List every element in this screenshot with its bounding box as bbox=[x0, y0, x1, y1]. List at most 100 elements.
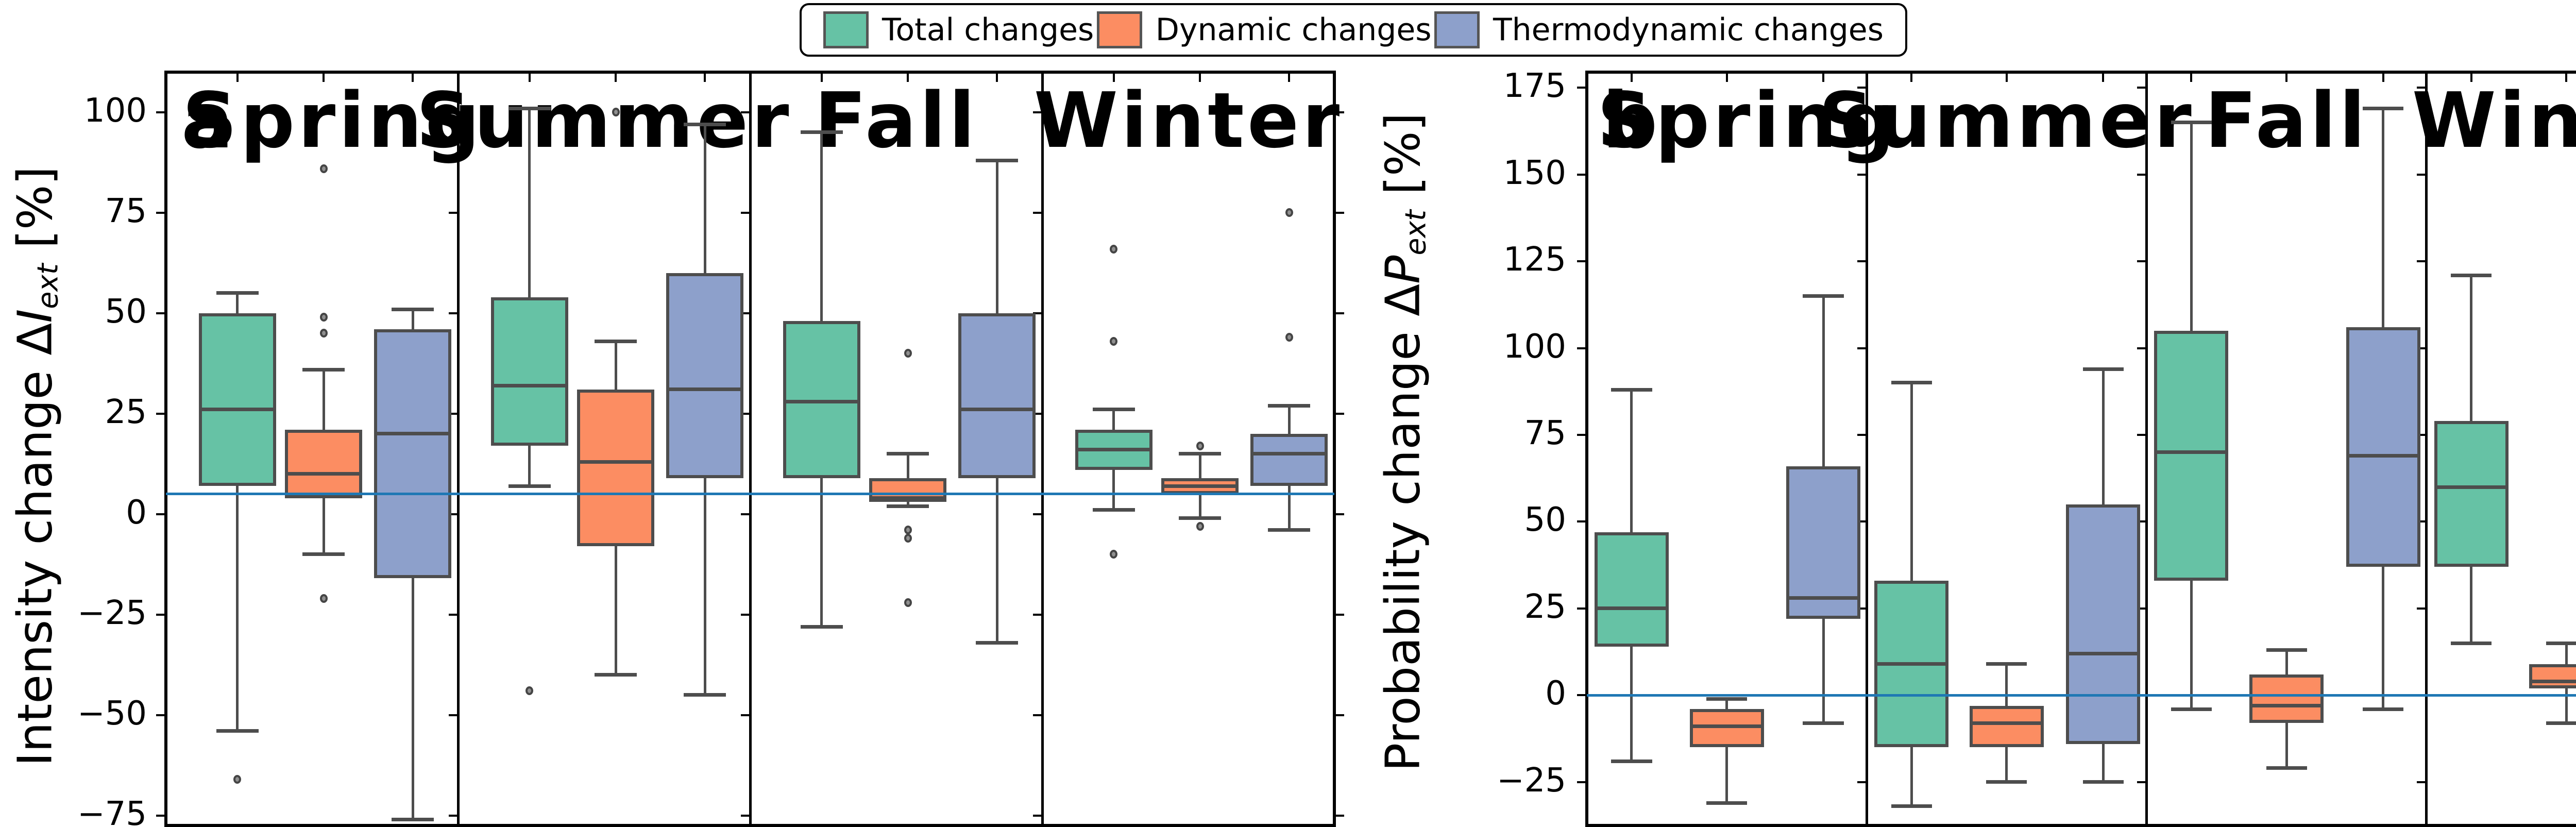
whisker-cap-lower-total-winter-a bbox=[1092, 508, 1136, 512]
median-total-summer-b bbox=[1877, 662, 1946, 666]
whisker-cap-lower-thermodynamic-spring-b bbox=[1803, 721, 1844, 725]
outlier-dynamic-summer-a bbox=[612, 108, 620, 117]
outlier-dynamic-fall-a bbox=[904, 526, 912, 535]
y-tick-label: 50 bbox=[105, 292, 147, 331]
box-total-spring-b bbox=[1594, 532, 1669, 647]
median-total-winter-a bbox=[1078, 448, 1150, 452]
outlier-dynamic-winter-a bbox=[1196, 441, 1204, 450]
y-tick-mark bbox=[156, 814, 164, 817]
y-tick-mark bbox=[1336, 613, 1344, 616]
whisker-cap-upper-thermodynamic-summer-b bbox=[2082, 367, 2124, 371]
outlier-thermodynamic-winter-a bbox=[1285, 333, 1293, 342]
median-dynamic-summer-a bbox=[580, 460, 652, 464]
y-tick-mark bbox=[1857, 260, 1866, 263]
x-tick-mark-top bbox=[1288, 74, 1291, 82]
season-title-winter: Winter bbox=[1033, 76, 1343, 165]
median-total-fall-b bbox=[2157, 450, 2226, 454]
outlier-total-summer-a bbox=[526, 686, 534, 696]
y-tick-mark bbox=[1857, 520, 1866, 523]
y-tick-mark bbox=[2137, 520, 2145, 523]
whisker-cap-upper-thermodynamic-winter-a bbox=[1267, 403, 1311, 408]
y-tick-mark bbox=[156, 211, 164, 214]
whisker-cap-lower-total-spring-b bbox=[1611, 759, 1652, 763]
box-thermodynamic-spring-b bbox=[1786, 466, 1861, 619]
x-tick-mark-top bbox=[2382, 74, 2384, 82]
median-total-spring-a bbox=[201, 408, 274, 412]
box-thermodynamic-fall-b bbox=[2346, 327, 2420, 567]
box-total-fall-a bbox=[783, 321, 861, 478]
whisker-cap-upper-thermodynamic-fall-b bbox=[2362, 107, 2404, 111]
box-thermodynamic-summer-b bbox=[2066, 504, 2141, 744]
y-tick-mark bbox=[2417, 520, 2426, 523]
median-dynamic-fall-a bbox=[872, 496, 944, 500]
whisker-cap-lower-total-summer-a bbox=[508, 484, 551, 488]
x-tick-mark-top bbox=[1199, 74, 1201, 82]
y-tick-mark bbox=[1857, 607, 1866, 610]
y-tick-mark bbox=[740, 312, 749, 314]
y-tick-mark bbox=[1032, 714, 1041, 716]
y-tick-mark bbox=[156, 412, 164, 415]
reference-line-b bbox=[1587, 694, 2576, 697]
median-thermodynamic-fall-a bbox=[961, 408, 1033, 412]
median-thermodynamic-spring-b bbox=[1789, 596, 1858, 600]
whisker-dynamic-spring-b bbox=[1725, 699, 1728, 803]
y-tick-label: 150 bbox=[1503, 154, 1566, 192]
subpanel-boundary bbox=[749, 72, 752, 825]
reference-line-a bbox=[166, 493, 1334, 496]
median-dynamic-winter-b bbox=[2532, 679, 2576, 683]
x-tick-mark-top bbox=[1112, 74, 1115, 82]
outlier-dynamic-fall-a bbox=[904, 598, 912, 607]
whisker-cap-lower-thermodynamic-spring-a bbox=[391, 817, 434, 821]
outlier-total-spring-a bbox=[233, 774, 242, 784]
outlier-dynamic-spring-a bbox=[319, 164, 328, 173]
x-tick-mark-top bbox=[323, 74, 325, 82]
y-tick-mark bbox=[1032, 814, 1041, 817]
outlier-dynamic-fall-a bbox=[904, 533, 912, 543]
y-tick-mark bbox=[1577, 173, 1585, 176]
y-tick-mark bbox=[2137, 260, 2145, 263]
x-tick-mark-top bbox=[1822, 74, 1825, 82]
y-tick-mark bbox=[156, 312, 164, 314]
whisker-cap-lower-total-fall-a bbox=[800, 625, 843, 629]
box-total-fall-b bbox=[2154, 330, 2229, 581]
y-tick-mark bbox=[1032, 312, 1041, 314]
subpanel-boundary bbox=[456, 72, 460, 825]
y-tick-mark bbox=[2417, 173, 2426, 176]
x-tick-mark-top bbox=[412, 74, 414, 82]
season-title-spring: Spring bbox=[182, 76, 483, 165]
legend-label-dynamic: Dynamic changes bbox=[1155, 12, 1432, 48]
y-tick-mark bbox=[1577, 87, 1585, 89]
box-dynamic-summer-b bbox=[1969, 705, 2044, 748]
y-tick-mark bbox=[448, 312, 457, 314]
x-tick-mark-top bbox=[2565, 74, 2568, 82]
x-tick-mark-top bbox=[820, 74, 823, 82]
y-tick-label: −25 bbox=[1496, 761, 1566, 800]
y-tick-mark bbox=[448, 513, 457, 515]
subpanel-boundary bbox=[2425, 72, 2428, 825]
whisker-cap-upper-dynamic-summer-a bbox=[594, 339, 637, 343]
y-tick-mark bbox=[740, 211, 749, 214]
whisker-cap-upper-dynamic-winter-b bbox=[2546, 641, 2576, 645]
outlier-dynamic-spring-a bbox=[319, 313, 328, 322]
whisker-cap-upper-total-winter-a bbox=[1092, 408, 1136, 412]
y-tick-mark bbox=[1336, 714, 1344, 716]
y-axis-label-subscript: ext bbox=[31, 263, 65, 309]
y-tick-label: 25 bbox=[1524, 587, 1566, 626]
y-tick-mark bbox=[1336, 211, 1344, 214]
y-tick-mark bbox=[740, 111, 749, 113]
box-dynamic-spring-a bbox=[285, 429, 363, 498]
outlier-dynamic-spring-a bbox=[319, 594, 328, 603]
whisker-cap-lower-total-fall-b bbox=[2171, 707, 2212, 711]
y-tick-label: 50 bbox=[1524, 501, 1566, 539]
whisker-cap-upper-dynamic-spring-b bbox=[1706, 697, 1748, 701]
y-tick-mark bbox=[2137, 173, 2145, 176]
whisker-cap-upper-dynamic-spring-a bbox=[302, 367, 345, 372]
y-tick-mark bbox=[2137, 434, 2145, 436]
median-thermodynamic-winter-a bbox=[1253, 452, 1325, 456]
x-tick-mark-top bbox=[615, 74, 617, 82]
whisker-cap-upper-thermodynamic-spring-b bbox=[1803, 294, 1844, 298]
y-tick-mark bbox=[1032, 513, 1041, 515]
y-tick-mark bbox=[1577, 434, 1585, 436]
whisker-cap-upper-thermodynamic-fall-a bbox=[975, 159, 1019, 163]
median-thermodynamic-summer-b bbox=[2069, 652, 2138, 655]
